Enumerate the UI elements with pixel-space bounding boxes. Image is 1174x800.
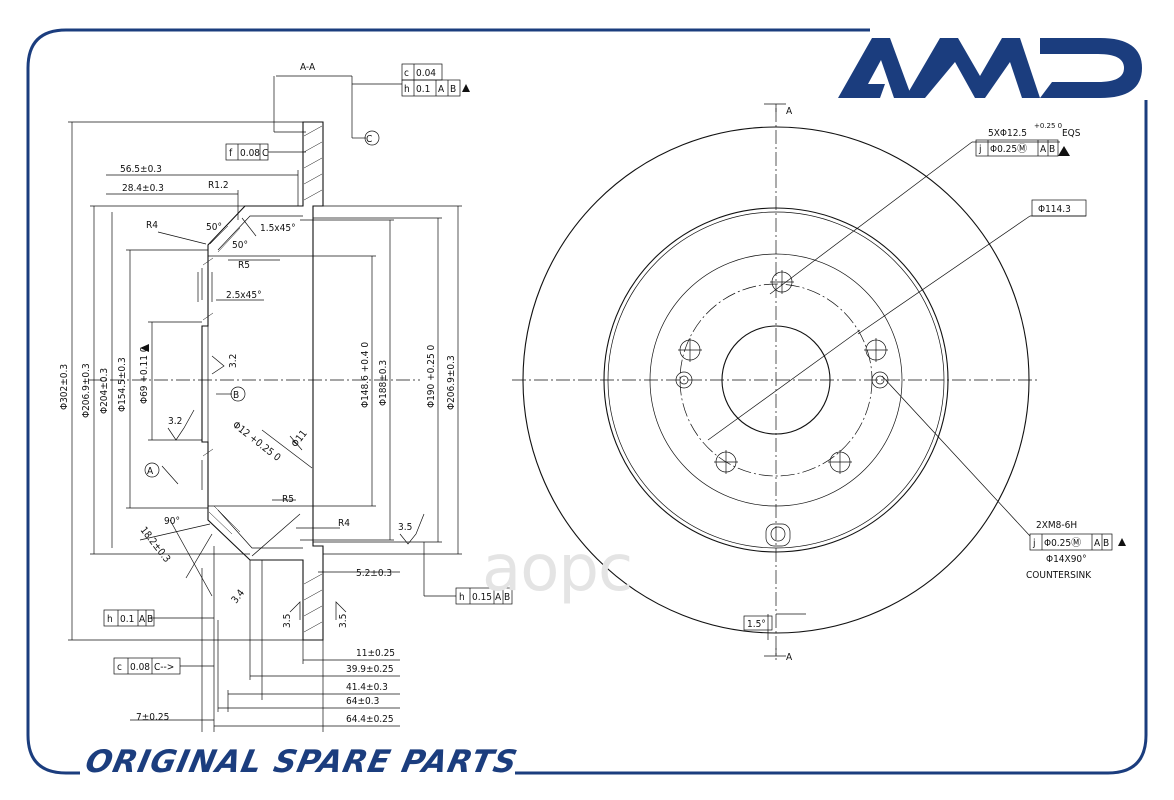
- svg-text:2XM8-6H: 2XM8-6H: [1036, 520, 1077, 531]
- svg-text:R4: R4: [146, 220, 158, 231]
- svg-text:B: B: [1103, 538, 1109, 549]
- svg-text:2.5x45°: 2.5x45°: [226, 290, 262, 301]
- svg-text:+0.25 0: +0.25 0: [1034, 122, 1062, 130]
- svg-text:50°: 50°: [206, 222, 222, 233]
- gdt-frame-j-top: j Φ0.25Ⓜ A B: [975, 139, 1059, 157]
- watermark: аорс: [482, 532, 633, 606]
- svg-text:C-->: C-->: [154, 662, 174, 673]
- section-marker-bottom: A: [786, 652, 793, 663]
- svg-text:h: h: [107, 614, 113, 625]
- frame-top2-ref-b: B: [450, 84, 456, 95]
- svg-text:Φ204±0.3: Φ204±0.3: [99, 368, 110, 414]
- gdt-frame-h-left: h 0.1 A B: [103, 609, 155, 627]
- svg-text:Φ12 +0.25 0: Φ12 +0.25 0: [230, 420, 282, 464]
- svg-text:3.5: 3.5: [338, 614, 349, 628]
- svg-text:39.9±0.25: 39.9±0.25: [346, 664, 394, 675]
- amd-logo: [838, 38, 1142, 98]
- svg-text:3.4: 3.4: [230, 588, 248, 606]
- section-label-group: A-A: [300, 62, 316, 73]
- svg-text:Φ114.3: Φ114.3: [1038, 204, 1071, 215]
- svg-text:1.5x45°: 1.5x45°: [260, 223, 296, 234]
- svg-text:90°: 90°: [164, 516, 180, 527]
- svg-text:Φ206.9±0.3: Φ206.9±0.3: [81, 363, 92, 418]
- svg-text:A: A: [139, 614, 146, 625]
- svg-text:0.08: 0.08: [240, 148, 260, 159]
- svg-text:50°: 50°: [232, 240, 248, 251]
- svg-text:Φ302±0.3: Φ302±0.3: [59, 364, 70, 410]
- gdt-frame-h-mid: h 0.15 A B: [455, 587, 513, 605]
- gdt-frame-c-bottom: c 0.08 C-->: [113, 657, 181, 675]
- svg-text:0.15: 0.15: [472, 592, 492, 603]
- svg-text:c: c: [117, 662, 122, 673]
- svg-text:A: A: [495, 592, 502, 603]
- svg-text:B: B: [504, 592, 510, 603]
- svg-text:Φ14X90°: Φ14X90°: [1046, 554, 1087, 565]
- datum-c-label: C: [366, 134, 372, 145]
- section-marker-top: A: [786, 106, 793, 117]
- svg-text:64±0.3: 64±0.3: [346, 696, 379, 707]
- svg-text:18.2±0.3: 18.2±0.3: [138, 525, 172, 565]
- svg-text:B: B: [147, 614, 153, 625]
- footer-brand-text: ORIGINAL SPARE PARTS: [82, 744, 521, 780]
- svg-text:3.5: 3.5: [398, 522, 412, 533]
- svg-text:5.2±0.3: 5.2±0.3: [356, 568, 392, 579]
- svg-text:5XΦ12.5: 5XΦ12.5: [988, 128, 1027, 139]
- svg-text:Φ190 +0.25 0: Φ190 +0.25 0: [426, 344, 437, 408]
- svg-text:64.4±0.25: 64.4±0.25: [346, 714, 394, 725]
- datum-a-label: A: [147, 466, 154, 477]
- svg-text:R5: R5: [282, 494, 294, 505]
- gdt-frame-j-bottom: j Φ0.25Ⓜ A B: [1029, 533, 1126, 551]
- svg-text:j: j: [1032, 538, 1036, 549]
- svg-text:3.5: 3.5: [282, 614, 293, 628]
- svg-text:3.2: 3.2: [228, 354, 239, 368]
- svg-text:Φ69 +0.11 0: Φ69 +0.11 0: [139, 346, 150, 404]
- frame-top2-val: 0.1: [416, 84, 430, 95]
- datum-b-label: B: [233, 390, 239, 401]
- svg-text:EQS: EQS: [1062, 128, 1081, 139]
- frame-top2-sym: h: [404, 84, 410, 95]
- svg-text:11±0.25: 11±0.25: [356, 648, 395, 659]
- svg-text:R1.2: R1.2: [208, 180, 229, 191]
- svg-text:B: B: [1049, 144, 1055, 155]
- svg-text:j: j: [978, 144, 982, 155]
- svg-text:f: f: [229, 148, 233, 159]
- section-label: A-A: [300, 62, 316, 73]
- svg-text:h: h: [459, 592, 465, 603]
- svg-text:56.5±0.3: 56.5±0.3: [120, 164, 162, 175]
- svg-text:C: C: [262, 148, 268, 159]
- svg-text:A: A: [1094, 538, 1101, 549]
- svg-text:A: A: [1040, 144, 1047, 155]
- svg-text:0.1: 0.1: [120, 614, 134, 625]
- svg-text:0.08: 0.08: [130, 662, 150, 673]
- svg-text:R5: R5: [238, 260, 250, 271]
- svg-text:41.4±0.3: 41.4±0.3: [346, 682, 388, 693]
- svg-text:Φ188±0.3: Φ188±0.3: [378, 360, 389, 406]
- gdt-frame-top: c 0.04 h 0.1 A B: [401, 63, 470, 97]
- svg-text:Φ148.6 +0.4 0: Φ148.6 +0.4 0: [360, 342, 371, 408]
- frame-top-val: 0.04: [416, 68, 436, 79]
- dim-ang15: 1.5°: [743, 615, 773, 631]
- gdt-frame-f: f 0.08 C: [225, 143, 269, 161]
- frame-top-sym: c: [404, 68, 409, 79]
- frame-top2-ref-a: A: [438, 84, 445, 95]
- svg-text:3.2: 3.2: [168, 416, 182, 427]
- svg-text:1.5°: 1.5°: [747, 619, 766, 630]
- svg-text:Φ206.9±0.3: Φ206.9±0.3: [446, 355, 457, 410]
- svg-text:Φ11: Φ11: [290, 428, 310, 449]
- svg-text:COUNTERSINK: COUNTERSINK: [1026, 570, 1092, 581]
- section-view: [68, 75, 462, 732]
- svg-text:Φ0.25Ⓜ: Φ0.25Ⓜ: [990, 143, 1027, 155]
- dim-d114: Φ114.3: [1031, 199, 1087, 217]
- svg-text:Φ0.25Ⓜ: Φ0.25Ⓜ: [1044, 537, 1081, 549]
- svg-text:7±0.25: 7±0.25: [136, 712, 169, 723]
- svg-text:Φ154.5±0.3: Φ154.5±0.3: [117, 357, 128, 412]
- svg-text:28.4±0.3: 28.4±0.3: [122, 183, 164, 194]
- border-frame: [26, 28, 1148, 775]
- svg-text:R4: R4: [338, 518, 350, 529]
